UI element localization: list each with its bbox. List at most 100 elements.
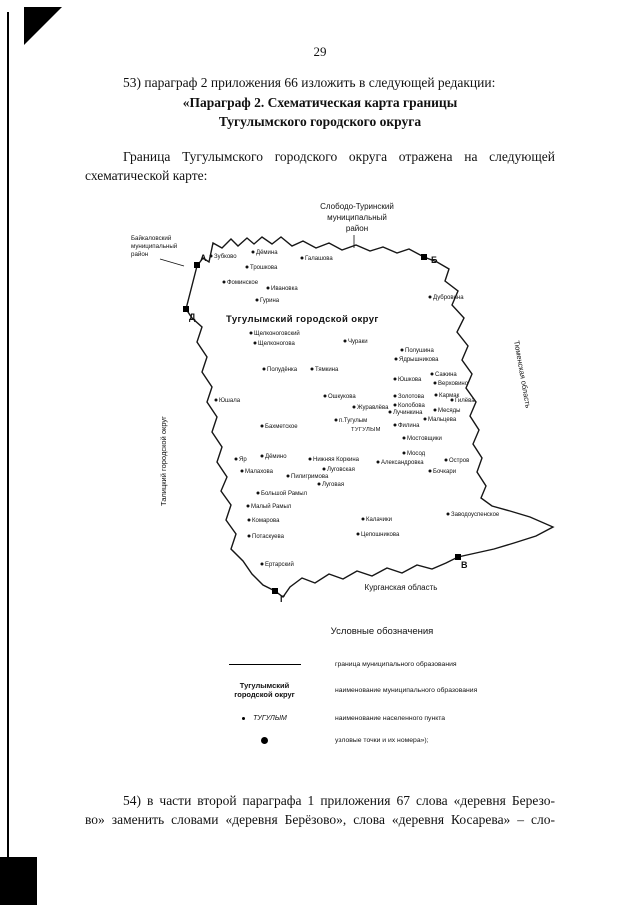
settlement-label: Дубровина xyxy=(433,295,464,301)
region-label-baikalovsky: Байкаловский xyxy=(131,235,172,242)
region-label-kurganskaya: Курганская область xyxy=(365,583,438,592)
legend-title: Условные обозначения xyxy=(330,626,434,637)
settlement-dot xyxy=(256,491,260,495)
settlement-dot xyxy=(322,467,326,471)
settlement-label: Бочкари xyxy=(433,469,456,475)
settlement-name-symbol: ТУГУЛЫМ xyxy=(212,715,317,722)
paragraph-53-text: 53) параграф 2 приложения 66 изложить в … xyxy=(123,75,496,90)
settlement-label: Лучинкина xyxy=(393,410,423,416)
settlement-label: Полудёнка xyxy=(267,367,298,373)
intro-line1: Граница Тугулымского городского округа о… xyxy=(123,149,555,164)
node-marker xyxy=(183,306,189,312)
settlement-dot xyxy=(209,254,213,258)
node-marker xyxy=(272,588,278,594)
settlement-label: Гилёва xyxy=(455,398,475,404)
settlement-label: Бахметское xyxy=(265,424,298,430)
label-leader-line xyxy=(159,258,185,267)
settlement-dot xyxy=(234,457,238,461)
scan-artifact-corner xyxy=(24,7,62,45)
heading-line1: «Параграф 2. Схематическая карта границы xyxy=(182,95,458,110)
settlement-label: Нижняя Коркина xyxy=(313,457,360,463)
paragraph-53: 53) параграф 2 приложения 66 изложить в … xyxy=(85,73,555,92)
settlement-label: Дёмина xyxy=(256,250,278,256)
settlement-dot xyxy=(266,286,270,290)
settlement-label: Мостовщики xyxy=(407,436,442,442)
district-boundary xyxy=(185,236,555,598)
paragraph-54-line2: во» заменить словами «деревня Берёзово»,… xyxy=(85,812,555,827)
settlement-dot xyxy=(428,469,432,473)
settlement-label: Филина xyxy=(398,423,420,429)
settlement-dot xyxy=(446,512,450,516)
legend-row-boundary-text: граница муниципального образования xyxy=(335,661,457,668)
settlement-label: Чураки xyxy=(348,339,368,345)
settlement-dot xyxy=(433,381,437,385)
settlement-label: Золотова xyxy=(398,394,425,400)
node-dot-icon xyxy=(261,737,268,744)
node-letter: Д xyxy=(189,312,196,322)
settlement-dot xyxy=(260,454,264,458)
settlement-label: Большой Рамыл xyxy=(261,490,308,497)
settlement-dot xyxy=(317,482,321,486)
settlement-label: Ертарский xyxy=(265,561,294,568)
settlement-label: Кармак xyxy=(439,393,460,399)
settlement-label: Потаскуева xyxy=(252,534,285,540)
settlement-label: Месяды xyxy=(438,408,460,414)
settlement-label: Пилигримова xyxy=(291,474,329,480)
legend-row-settlement-text: наименование населенного пункта xyxy=(335,715,446,722)
legend-row-boundary: граница муниципального образования xyxy=(212,661,552,668)
settlement-dot xyxy=(393,423,397,427)
settlement-dot xyxy=(444,458,448,462)
section-heading: «Параграф 2. Схематическая карта границы… xyxy=(85,93,555,131)
settlement-dot xyxy=(450,398,454,402)
settlement-dot xyxy=(310,367,314,371)
node-letter: Г xyxy=(280,594,285,604)
municipality-name-symbol: Тугулымский городской округ xyxy=(212,681,317,699)
settlement-dot xyxy=(423,417,427,421)
settlement-dot xyxy=(433,408,437,412)
settlement-label: Ядрышникова xyxy=(399,357,439,363)
region-label-baikalovsky: район xyxy=(131,251,148,258)
settlement-dot xyxy=(251,250,255,254)
node-letter: Б xyxy=(431,255,438,265)
settlement-dot xyxy=(352,405,356,409)
settlement-dot xyxy=(247,518,251,522)
node-marker xyxy=(194,262,200,268)
settlement-dot xyxy=(430,372,434,376)
settlement-dot xyxy=(308,457,312,461)
settlement-dot xyxy=(255,298,259,302)
region-label-slobodo-turinsky: Слободо-Туринский xyxy=(320,202,394,211)
settlement-label: Верховино xyxy=(438,381,469,387)
settlement-label: Александровка xyxy=(381,460,424,466)
page-number: 29 xyxy=(313,44,327,59)
region-label-slobodo-turinsky: район xyxy=(346,224,368,233)
settlement-label: Колобова xyxy=(398,403,425,409)
settlement-dot xyxy=(434,393,438,397)
settlement-dot xyxy=(402,451,406,455)
settlement-dot xyxy=(393,394,397,398)
settlement-label: Остров xyxy=(449,458,469,464)
settlement-label: Мальцева xyxy=(428,417,457,423)
node-dot-symbol xyxy=(212,737,317,744)
settlement-label: Цепошникова xyxy=(361,532,400,538)
settlement-label: Яр xyxy=(239,457,247,463)
settlement-label: Щелконоговский xyxy=(254,330,300,337)
schematic-map: Слободо-ТуринскиймуниципальныйрайонБайка… xyxy=(131,202,555,604)
settlement-dot xyxy=(240,469,244,473)
settlement-dot xyxy=(361,517,365,521)
node-letter: В xyxy=(461,560,468,570)
settlement-dot xyxy=(323,394,327,398)
settlement-dot xyxy=(343,339,347,343)
legend-row-settlement: ТУГУЛЫМ наименование населенного пункта xyxy=(212,715,552,722)
settlement-label: Гурина xyxy=(260,298,280,304)
settlement-label: Зубково xyxy=(214,254,237,260)
settlement-dot xyxy=(394,357,398,361)
settlement-label: ТУГУЛЫМ xyxy=(351,427,381,433)
region-label-tyumenskaya: Тюменская область xyxy=(512,340,533,409)
settlement-label: Галашова xyxy=(305,256,333,262)
settlement-label: Ошкукова xyxy=(328,394,356,400)
settlement-label: Фоминское xyxy=(227,280,259,286)
settlement-label: Полушина xyxy=(405,348,434,354)
settlement-label: Малахова xyxy=(245,469,274,475)
scan-artifact-bottom-bar xyxy=(0,857,37,905)
